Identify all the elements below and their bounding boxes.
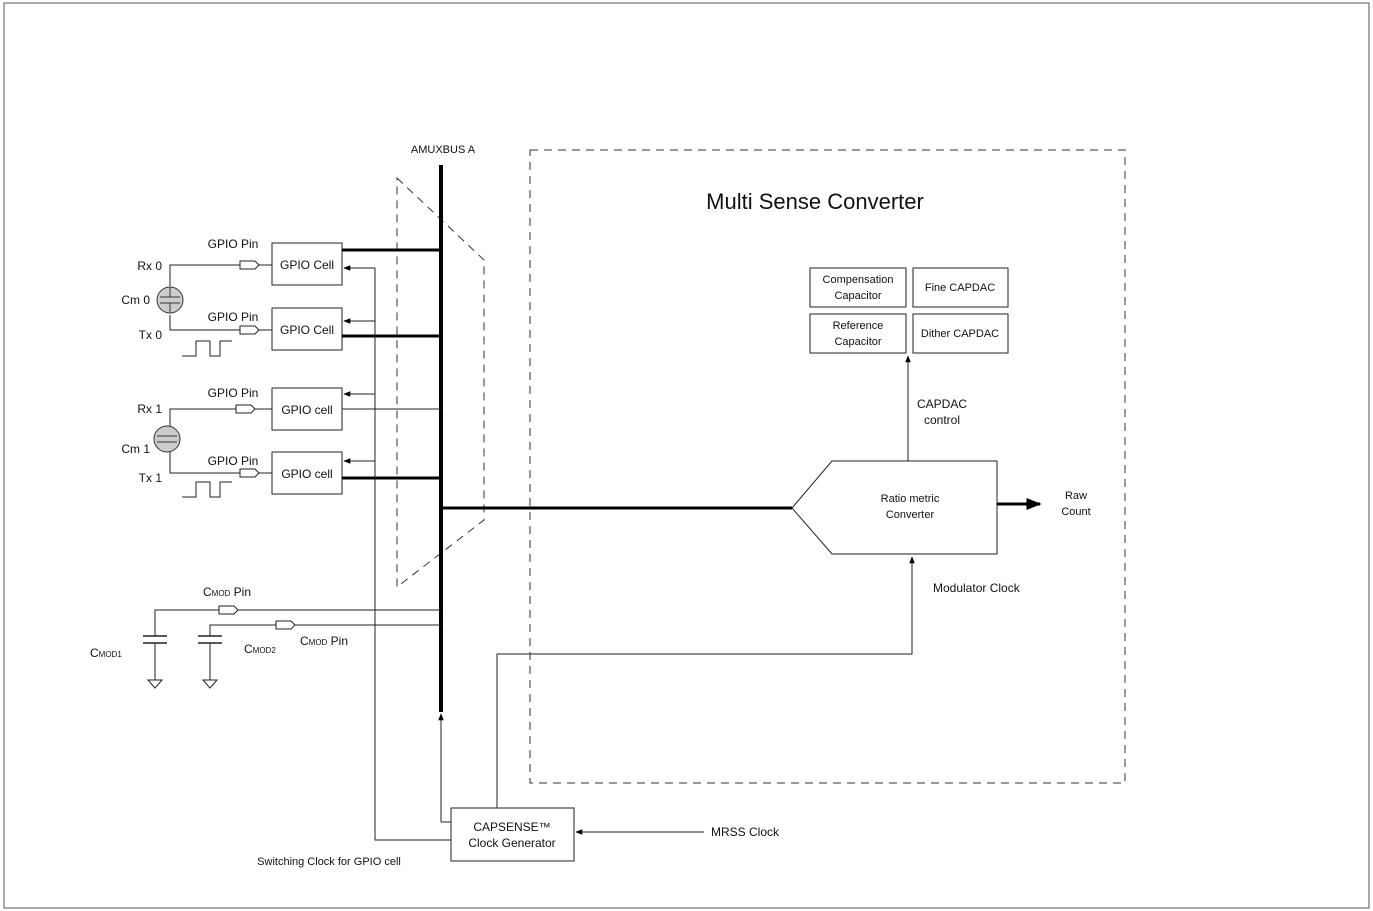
rx1-label: Rx 1 bbox=[137, 402, 162, 416]
cmod2-ground-icon bbox=[201, 679, 219, 689]
reference-capacitor-box bbox=[809, 313, 907, 354]
rx0-pin-label: GPIO Pin bbox=[208, 237, 259, 251]
fine-capdac-box bbox=[912, 267, 1009, 308]
tx1-label: Tx 1 bbox=[139, 471, 163, 485]
compensation-line1: Compensation bbox=[823, 274, 894, 286]
rx1-pin-icon bbox=[235, 404, 256, 414]
switching-clock-line bbox=[374, 268, 451, 841]
fine-capdac-label: Fine CAPDAC bbox=[925, 282, 995, 294]
cm1-capacitor-icon bbox=[153, 425, 181, 453]
clock-generator-box bbox=[450, 807, 575, 862]
multi-sense-converter-region bbox=[529, 149, 1126, 784]
tx1-pulse-icon bbox=[182, 481, 232, 498]
modulator-clock-label: Modulator Clock bbox=[933, 581, 1021, 595]
tx1-gpio-cell bbox=[271, 451, 343, 495]
converter-title: Multi Sense Converter bbox=[706, 189, 924, 214]
rx1-pin-label: GPIO Pin bbox=[208, 386, 259, 400]
tx0-pin-label: GPIO Pin bbox=[208, 310, 259, 324]
mrss-clock-label: MRSS Clock bbox=[711, 825, 780, 839]
capdac-control-line2: control bbox=[924, 413, 960, 427]
cmod1-label: CMOD1 bbox=[90, 646, 122, 660]
reference-line2: Capacitor bbox=[834, 336, 881, 348]
cmod2-pin-label: CMOD Pin bbox=[300, 634, 348, 648]
raw-count-line2: Count bbox=[1061, 506, 1090, 518]
cmod1-pin-icon bbox=[218, 605, 239, 615]
tx1-pin-label: GPIO Pin bbox=[208, 454, 259, 468]
cmod1-ground-icon bbox=[146, 679, 164, 689]
compensation-capacitor-box bbox=[809, 267, 907, 308]
ratio-metric-converter bbox=[791, 460, 998, 555]
tx0-label: Tx 0 bbox=[139, 328, 163, 342]
outer-frame bbox=[3, 2, 1370, 909]
rx0-label: Rx 0 bbox=[137, 259, 162, 273]
reference-line1: Reference bbox=[833, 320, 884, 332]
dither-capdac-box bbox=[912, 313, 1009, 354]
cmod1-pin-label: CMOD Pin bbox=[203, 585, 251, 599]
tx1-pin-icon bbox=[239, 468, 260, 478]
compensation-line2: Capacitor bbox=[834, 290, 881, 302]
tx0-gpio-cell bbox=[271, 307, 343, 351]
cm1-label: Cm 1 bbox=[121, 442, 150, 456]
modulator-clock-line bbox=[496, 556, 915, 808]
tx0-gpio-cell-label: GPIO Cell bbox=[280, 323, 334, 337]
clock-generator-line2: Clock Generator bbox=[468, 836, 555, 850]
tx0-pin-icon bbox=[239, 325, 260, 335]
capdac-control-line1: CAPDAC bbox=[917, 397, 967, 411]
clock-generator-line1: CAPSENSE™ bbox=[473, 820, 550, 834]
dither-capdac-label: Dither CAPDAC bbox=[921, 328, 999, 340]
raw-count-line1: Raw bbox=[1065, 490, 1087, 502]
switching-clock-label: Switching Clock for GPIO cell bbox=[257, 856, 401, 868]
amuxbus-switch-region bbox=[396, 176, 485, 589]
sensor-1: Rx 1 Cm 1 Tx 1 GPIO Pin GPIO Pin GPIO ce… bbox=[121, 386, 441, 498]
rx1-gpio-cell-label: GPIO cell bbox=[281, 403, 332, 417]
rx0-gpio-cell bbox=[271, 242, 343, 286]
sensor-0: Rx 0 Cm 0 Tx 0 GPIO Pin GPIO Pin GPIO Ce… bbox=[121, 237, 441, 357]
ratio-converter-line2: Converter bbox=[886, 509, 935, 521]
cmod2-label: CMOD2 bbox=[244, 642, 276, 656]
cmod2-pin-icon bbox=[275, 620, 296, 630]
tx0-pulse-icon bbox=[182, 340, 232, 357]
cm0-label: Cm 0 bbox=[121, 293, 150, 307]
ratio-converter-line1: Ratio metric bbox=[881, 493, 940, 505]
rx0-gpio-cell-label: GPIO Cell bbox=[280, 258, 334, 272]
rx0-pin-icon bbox=[239, 260, 260, 270]
tx1-gpio-cell-label: GPIO cell bbox=[281, 467, 332, 481]
amuxbus-label: AMUXBUS A bbox=[411, 144, 476, 156]
cmod-section: CMOD Pin CMOD Pin CMOD1 CMOD2 bbox=[90, 585, 441, 689]
